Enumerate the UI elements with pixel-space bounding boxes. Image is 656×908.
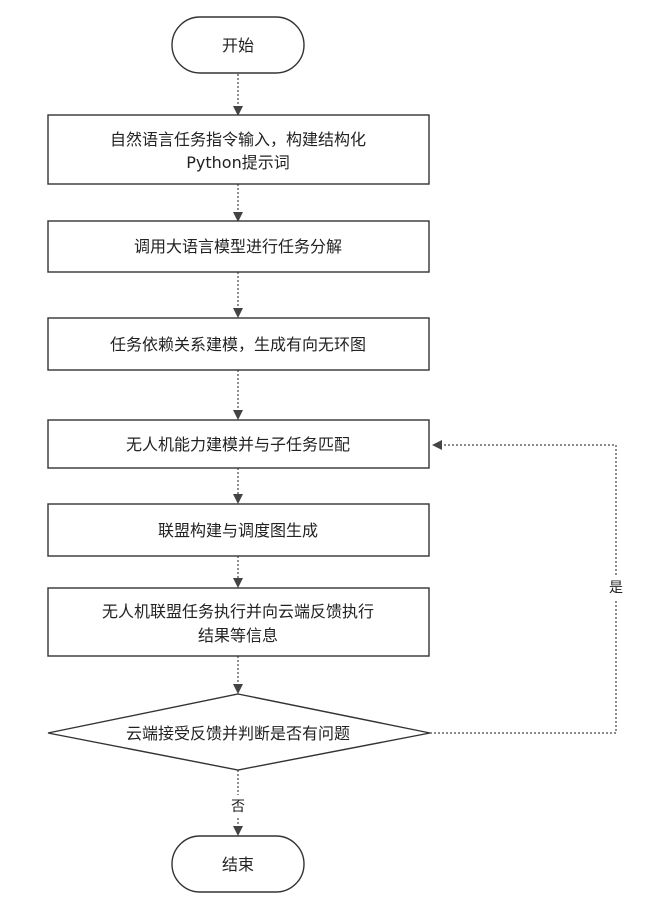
step3-node: 任务依赖关系建模，生成有向无环图 — [48, 318, 429, 370]
end-node: 结束 — [172, 836, 304, 892]
step2-label: 调用大语言模型进行任务分解 — [134, 237, 342, 256]
step4-label: 无人机能力建模并与子任务匹配 — [126, 435, 350, 454]
start-label: 开始 — [222, 36, 254, 55]
step1-label-line1: 自然语言任务指令输入，构建结构化 — [110, 130, 366, 149]
step6-label-line1: 无人机联盟任务执行并向云端反馈执行 — [102, 602, 374, 621]
step1-node: 自然语言任务指令输入，构建结构化 Python提示词 — [48, 115, 429, 184]
yes-label: 是 — [609, 580, 623, 596]
step6-label-line2: 结果等信息 — [198, 626, 278, 645]
decision-label: 云端接受反馈并判断是否有问题 — [126, 724, 350, 743]
step1-label-line2: Python提示词 — [186, 153, 289, 172]
start-node: 开始 — [172, 17, 304, 73]
step3-label: 任务依赖关系建模，生成有向无环图 — [110, 335, 366, 354]
step1-box — [48, 115, 429, 184]
end-label: 结束 — [222, 855, 254, 874]
step5-node: 联盟构建与调度图生成 — [48, 504, 429, 556]
step2-node: 调用大语言模型进行任务分解 — [48, 221, 429, 272]
arrow-decision-loop-yes — [430, 445, 616, 733]
step4-node: 无人机能力建模并与子任务匹配 — [48, 420, 429, 468]
step6-box — [48, 588, 429, 656]
step5-label: 联盟构建与调度图生成 — [158, 521, 318, 540]
step6-node: 无人机联盟任务执行并向云端反馈执行 结果等信息 — [48, 588, 429, 656]
decision-node: 云端接受反馈并判断是否有问题 — [48, 694, 430, 770]
no-label: 否 — [231, 799, 245, 815]
